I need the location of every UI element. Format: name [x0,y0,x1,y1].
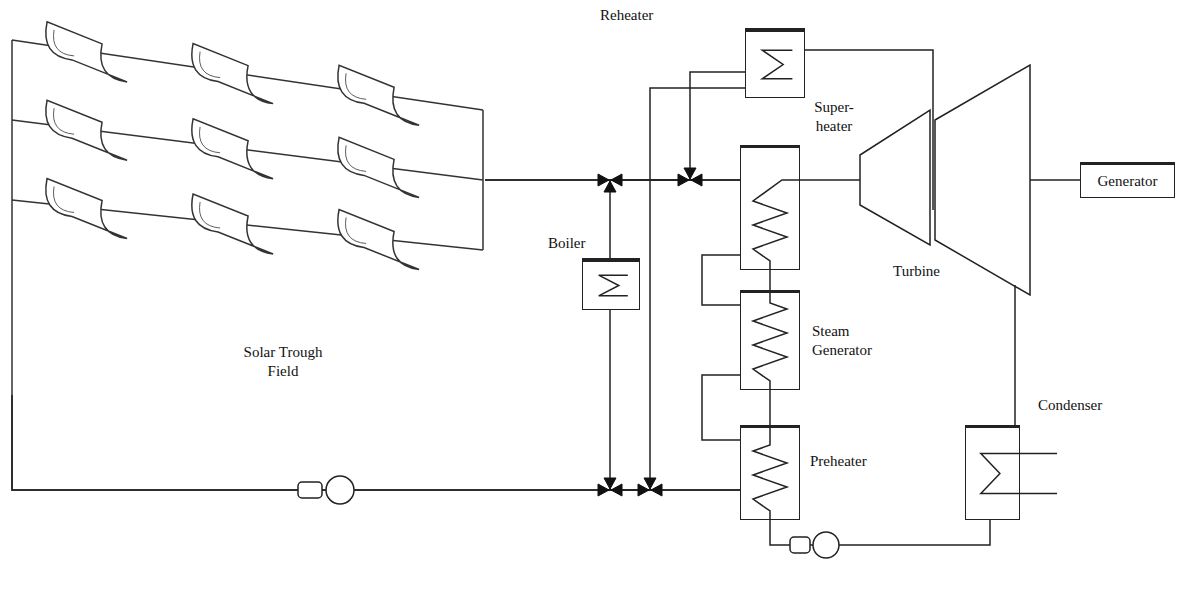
valve-symbol [691,174,702,186]
pump-motor [790,537,810,553]
serpentine-tube [753,293,787,389]
valve-symbol [678,174,689,186]
pump-casing [813,532,839,558]
pipe-connector [12,395,740,490]
valve-symbol [598,174,609,186]
shape-graphic [966,428,1019,519]
pipe-connector [769,390,771,425]
pump-symbol [790,532,839,558]
condenser-box: Condenser [965,425,1020,520]
pipe-connector [12,88,745,490]
shape-graphic [741,148,799,269]
trough-rim [200,52,221,78]
pipe-connector [800,179,860,181]
node-label: Turbine [893,262,963,281]
trough-rim [200,127,221,153]
shape-graphic [8,15,485,395]
node-label: Solar Trough Field [228,343,338,381]
shape-graphic [741,428,799,519]
parabolic-trough [192,119,273,179]
steam-generator-box: Steam Generator [740,290,800,390]
pipe-connector [1014,295,1016,425]
heat-exchanger-coil [981,453,1057,493]
valve-symbol [611,484,622,496]
valve-group [598,168,702,496]
node-label: Boiler [548,234,598,253]
parabolic-trough [46,100,127,160]
pipe-connector [805,50,933,65]
pipe-connector [702,375,740,440]
node-label: Generator [1081,165,1174,197]
generator-box: Generator [1080,162,1175,198]
serpentine-tube [753,180,799,269]
trough-field [12,22,483,395]
serpentine-tube [753,428,787,519]
pipe-connector [610,180,740,258]
valve-symbol [651,484,662,496]
trough-rim [346,145,367,171]
shape-graphic [746,32,804,97]
pump-symbol [298,476,354,504]
shape-graphic [860,65,1030,295]
trough-rim [53,30,74,56]
shape-graphic [583,262,639,309]
parabolic-trough [338,137,419,197]
heat-exchanger-coil [599,275,628,296]
trough-rim [346,73,367,99]
superheater-box: Super- heater [740,145,800,270]
valve-symbol [684,168,696,179]
trough-rim [200,202,221,228]
trough-rim [53,187,74,213]
reheater-box: Reheater [745,28,805,98]
valve-symbol [638,484,649,496]
node-label: Steam Generator [812,322,892,360]
parabolic-trough [338,210,419,270]
boiler-box: Boiler [582,258,640,310]
node-label: Super- heater [803,98,865,136]
parabolic-trough [338,65,419,125]
pipe-connector [1030,179,1080,181]
valve-symbol [598,484,609,496]
valve-symbol [644,478,656,489]
parabolic-trough [192,194,273,254]
solar-trough-field: Solar Trough Field [8,15,485,395]
pump-motor [298,482,322,498]
pipe-connector [769,270,771,290]
heat-exchanger-coil [762,50,792,79]
node-label: Reheater [600,6,680,25]
shape-graphic [741,293,799,389]
valve-symbol [604,181,616,192]
trough-rim [53,108,74,134]
crossover-pipe [932,65,934,210]
hp-turbine-stage [860,110,930,245]
pipe-connector [702,255,740,305]
parabolic-trough [192,44,273,104]
turbine: Turbine [860,65,1030,295]
preheater-box: Preheater [740,425,800,520]
node-label: Preheater [810,452,890,471]
parabolic-trough [46,22,127,82]
node-label: Condenser [1038,396,1128,415]
return-header [11,40,13,395]
pipe-connector [610,310,740,490]
exhaust-stub [1014,285,1016,295]
trough-rim [346,218,367,244]
valve-symbol [611,174,622,186]
lp-turbine-stage [935,65,1030,295]
pump-casing [326,476,354,504]
valve-symbol [604,478,616,489]
parabolic-trough [46,179,127,239]
